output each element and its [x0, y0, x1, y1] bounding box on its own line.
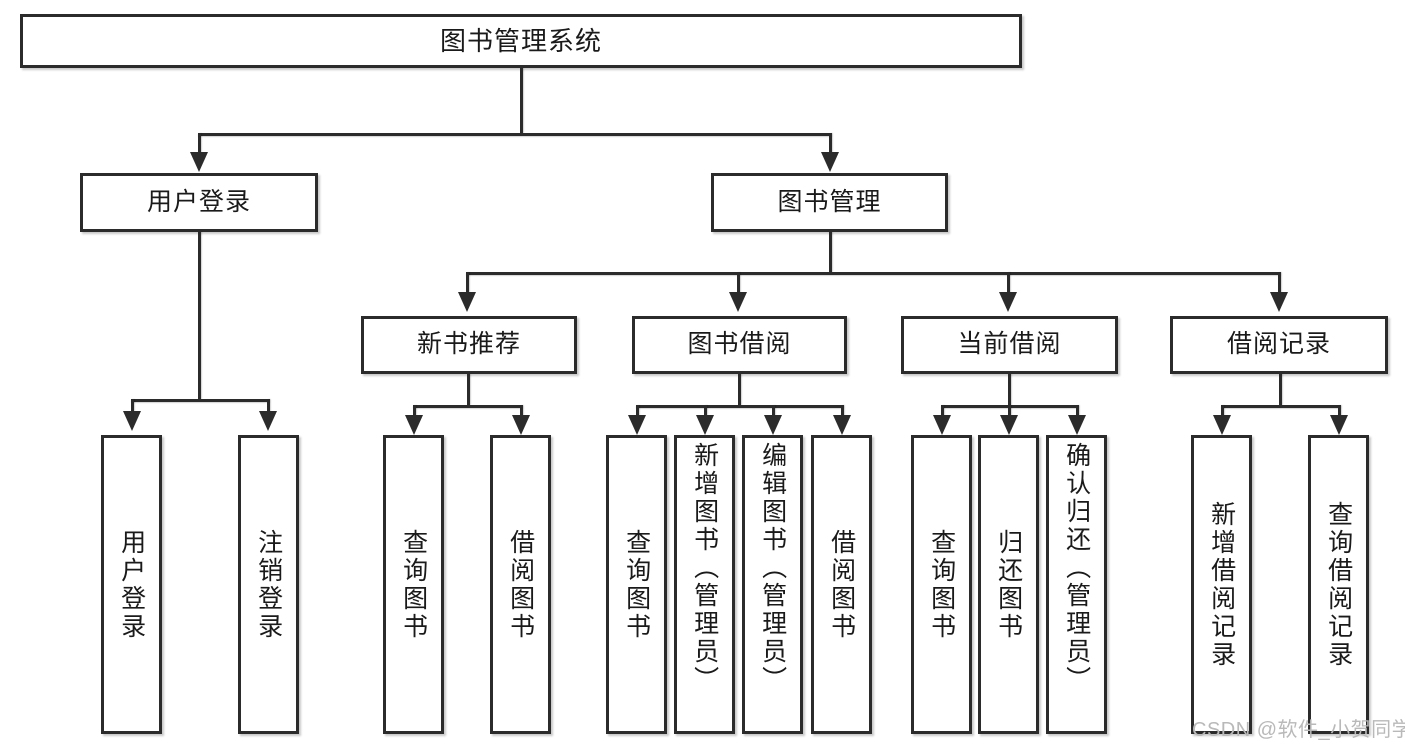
leaf-label: 编辑图书（管理员）: [758, 442, 787, 694]
arrowhead-leaf-query-book-1: [405, 415, 423, 435]
leaf-add-book-admin[interactable]: 新增图书（管理员）: [674, 435, 735, 734]
connector-current-borrow-stem: [1008, 374, 1011, 405]
leaf-label: 用户登录: [117, 528, 146, 641]
leaf-confirm-return-admin[interactable]: 确认归还（管理员）: [1046, 435, 1107, 734]
connector-bb-leaf4: [841, 405, 844, 417]
arrowhead-current-borrow: [999, 292, 1017, 312]
leaf-label: 查询借阅记录: [1324, 500, 1353, 669]
arrowhead-leaf-add-book-admin: [696, 415, 714, 435]
arrowhead-leaf-edit-book-admin: [764, 415, 782, 435]
connector-root-bus: [198, 133, 832, 136]
csdn-watermark: CSDN @软件_小贺同学: [1192, 719, 1405, 741]
leaf-logout-login[interactable]: 注销登录: [238, 435, 299, 734]
arrowhead-leaf-confirm-return-admin: [1068, 415, 1086, 435]
arrowhead-new-book-recommend: [458, 292, 476, 312]
leaf-query-book-1[interactable]: 查询图书: [383, 435, 444, 734]
connector-bb-leaf1: [636, 405, 639, 417]
leaf-return-book[interactable]: 归还图书: [978, 435, 1039, 734]
connector-cb-leaf3: [1076, 405, 1079, 417]
arrowhead-leaf-return-book: [1000, 415, 1018, 435]
arrowhead-book-manage: [821, 152, 839, 172]
node-root-system[interactable]: 图书管理系统: [20, 14, 1022, 68]
connector-borrow-record-bus: [1221, 405, 1341, 408]
connector-user-login-leaf1: [131, 399, 134, 413]
connector-borrow-record-stem: [1279, 374, 1282, 405]
connector-new-book-recommend-stem: [467, 374, 470, 405]
leaf-borrow-book-2[interactable]: 借阅图书: [811, 435, 872, 734]
leaf-borrow-book-1[interactable]: 借阅图书: [490, 435, 551, 734]
connector-user-login-stem: [198, 232, 201, 399]
leaf-label: 新增图书（管理员）: [690, 442, 719, 694]
leaf-query-borrow-record[interactable]: 查询借阅记录: [1308, 435, 1369, 734]
arrowhead-borrow-record: [1270, 292, 1288, 312]
arrowhead-leaf-user-login: [123, 411, 141, 431]
leaf-user-login[interactable]: 用户登录: [101, 435, 162, 734]
node-book-manage[interactable]: 图书管理: [711, 173, 948, 232]
connector-book-borrow-stem: [738, 374, 741, 405]
arrowhead-leaf-logout-login: [259, 411, 277, 431]
leaf-add-borrow-record[interactable]: 新增借阅记录: [1191, 435, 1252, 734]
leaf-label: 借阅图书: [506, 528, 535, 641]
leaf-label: 查询图书: [399, 528, 428, 641]
arrowhead-leaf-borrow-book-2: [833, 415, 851, 435]
arrowhead-leaf-borrow-book-1: [512, 415, 530, 435]
leaf-label: 新增借阅记录: [1207, 500, 1236, 669]
node-book-borrow[interactable]: 图书借阅: [632, 316, 847, 374]
connector-book-borrow-bus: [636, 405, 844, 408]
arrowhead-user-login: [190, 152, 208, 172]
connector-to-current-borrow: [1007, 272, 1010, 294]
connector-user-login-bus: [131, 399, 270, 402]
connector-book-manage-stem: [829, 232, 832, 272]
leaf-label: 查询图书: [622, 528, 651, 641]
connector-root-stem: [520, 68, 523, 133]
leaf-label: 注销登录: [254, 528, 283, 641]
connector-bb-leaf3: [772, 405, 775, 417]
connector-br-leaf1: [1221, 405, 1224, 417]
connector-level3-bus: [466, 272, 1281, 275]
node-current-borrow[interactable]: 当前借阅: [901, 316, 1118, 374]
connector-to-new-book-recommend: [466, 272, 469, 294]
arrowhead-leaf-add-borrow-record: [1213, 415, 1231, 435]
leaf-label: 借阅图书: [827, 528, 856, 641]
node-borrow-record[interactable]: 借阅记录: [1170, 316, 1388, 374]
connector-nbr-leaf2: [520, 405, 523, 417]
leaf-query-book-2[interactable]: 查询图书: [606, 435, 667, 734]
leaf-label: 归还图书: [994, 528, 1023, 641]
connector-user-login-leaf2: [267, 399, 270, 413]
leaf-edit-book-admin[interactable]: 编辑图书（管理员）: [742, 435, 803, 734]
connector-root-to-book-manage: [829, 133, 832, 155]
arrowhead-leaf-query-borrow-record: [1330, 415, 1348, 435]
connector-cb-leaf1: [941, 405, 944, 417]
connector-br-leaf2: [1338, 405, 1341, 417]
connector-bb-leaf2: [704, 405, 707, 417]
connector-nbr-leaf1: [413, 405, 416, 417]
leaf-label: 确认归还（管理员）: [1062, 442, 1091, 694]
node-user-login[interactable]: 用户登录: [80, 173, 318, 232]
connector-cb-leaf2: [1008, 405, 1011, 417]
connector-root-to-user-login: [198, 133, 201, 155]
node-new-book-recommend[interactable]: 新书推荐: [361, 316, 577, 374]
arrowhead-leaf-query-book-3: [933, 415, 951, 435]
leaf-label: 查询图书: [927, 528, 956, 641]
connector-to-borrow-record: [1278, 272, 1281, 294]
connector-new-book-recommend-bus: [413, 405, 523, 408]
connector-to-book-borrow: [737, 272, 740, 294]
leaf-query-book-3[interactable]: 查询图书: [911, 435, 972, 734]
arrowhead-book-borrow: [729, 292, 747, 312]
arrowhead-leaf-query-book-2: [628, 415, 646, 435]
